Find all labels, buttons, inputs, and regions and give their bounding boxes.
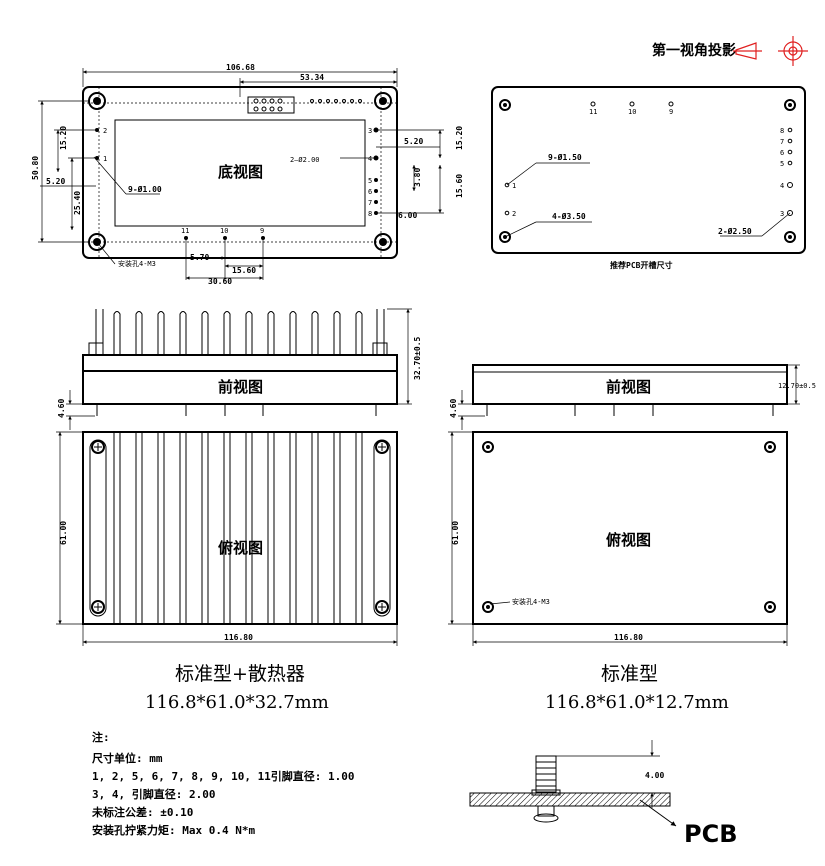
top-view-heatsink-title: 俯视图 <box>218 539 263 557</box>
svg-text:9-Ø1.50: 9-Ø1.50 <box>548 152 582 162</box>
svg-text:25.40: 25.40 <box>73 191 82 215</box>
notes-title: 注: <box>92 730 110 744</box>
svg-text:4: 4 <box>368 155 372 163</box>
svg-text:4.00: 4.00 <box>645 771 664 780</box>
projection-symbol: 第一视角投影 <box>652 36 808 66</box>
svg-text:2—Ø2.00: 2—Ø2.00 <box>290 156 320 164</box>
svg-text:30.60: 30.60 <box>208 277 232 286</box>
svg-text:3.80: 3.80 <box>413 168 422 187</box>
pcb-label: PCB <box>684 820 738 848</box>
svg-text:5.20: 5.20 <box>46 177 65 186</box>
svg-text:11: 11 <box>181 227 189 235</box>
svg-text:8: 8 <box>780 127 784 135</box>
svg-text:5.20: 5.20 <box>404 137 423 146</box>
svg-text:61.00: 61.00 <box>59 521 68 545</box>
svg-text:4.60: 4.60 <box>57 399 66 418</box>
svg-text:安装孔4-M3: 安装孔4-M3 <box>118 259 156 268</box>
top-view-standard-title: 俯视图 <box>606 531 651 549</box>
standard-model-dims: 116.8*61.0*12.7mm <box>545 692 729 713</box>
front-view-standard: 前视图 12.70±0.5 4.60 <box>449 364 816 430</box>
svg-text:12.70±0.5: 12.70±0.5 <box>778 382 816 390</box>
truncated-cone-icon <box>735 42 757 60</box>
svg-text:安装孔4-M3: 安装孔4-M3 <box>512 597 550 606</box>
pcb-layout-view: 11 10 9 8 7 6 5 4 3 1 2 9-Ø1.50 4-Ø3.50 … <box>491 86 806 270</box>
note-line: 尺寸单位: mm <box>92 751 163 765</box>
screw-detail: 4.00 PCB <box>469 740 738 848</box>
svg-text:3: 3 <box>780 210 784 218</box>
projection-label: 第一视角投影 <box>652 42 736 59</box>
svg-text:106.68: 106.68 <box>226 63 255 72</box>
svg-text:15.60: 15.60 <box>455 174 464 198</box>
svg-text:2-Ø2.50: 2-Ø2.50 <box>718 226 752 236</box>
svg-text:2: 2 <box>512 210 516 218</box>
svg-text:53.34: 53.34 <box>300 73 324 82</box>
svg-text:9: 9 <box>669 108 673 116</box>
svg-text:10: 10 <box>628 108 636 116</box>
heatsink-model-name: 标准型+散热器 <box>175 663 305 685</box>
bottom-view: 2 1 3 4 5 6 7 8 11 10 9 底视图 106.68 53.34… <box>31 63 464 286</box>
svg-text:6: 6 <box>780 149 784 157</box>
svg-text:32.70±0.5: 32.70±0.5 <box>413 336 422 380</box>
svg-text:10: 10 <box>220 227 228 235</box>
top-view-standard: 俯视图 安装孔4-M3 61.00 116.80 <box>448 431 788 646</box>
svg-text:4-Ø3.50: 4-Ø3.50 <box>552 211 586 221</box>
svg-text:4.60: 4.60 <box>449 399 458 418</box>
svg-text:7: 7 <box>780 138 784 146</box>
note-line: 安装孔拧紧力矩: Max 0.4 N*m <box>92 823 255 837</box>
svg-text:5.70: 5.70 <box>190 253 209 262</box>
svg-text:61.00: 61.00 <box>451 521 460 545</box>
svg-text:5: 5 <box>368 177 372 185</box>
front-view-heatsink-title: 前视图 <box>218 378 263 396</box>
svg-text:6.00: 6.00 <box>398 211 417 220</box>
heatsink-model-dims: 116.8*61.0*32.7mm <box>145 692 329 713</box>
svg-text:9: 9 <box>260 227 264 235</box>
svg-text:116.80: 116.80 <box>614 633 643 642</box>
note-line: 1, 2, 5, 6, 7, 8, 9, 10, 11引脚直径: 1.00 <box>92 769 355 783</box>
svg-text:15.60: 15.60 <box>232 266 256 275</box>
svg-text:15.20: 15.20 <box>455 126 464 150</box>
bottom-view-title: 底视图 <box>218 163 263 181</box>
svg-text:7: 7 <box>368 199 372 207</box>
svg-text:5: 5 <box>780 160 784 168</box>
svg-text:9-Ø1.00: 9-Ø1.00 <box>128 184 162 194</box>
svg-text:1: 1 <box>103 155 107 163</box>
pcb-layout-title: 推荐PCB开槽尺寸 <box>610 260 672 270</box>
top-view-heatsink: 俯视图 61.00 116.80 <box>56 431 398 646</box>
standard-model-name: 标准型 <box>601 663 658 685</box>
svg-text:8: 8 <box>368 210 372 218</box>
note-line: 3, 4, 引脚直径: 2.00 <box>92 787 215 801</box>
svg-text:2: 2 <box>103 127 107 135</box>
svg-text:4: 4 <box>780 182 784 190</box>
svg-text:116.80: 116.80 <box>224 633 253 642</box>
svg-text:15.20: 15.20 <box>59 126 68 150</box>
front-view-heatsink: 前视图 32.70±0.5 4.60 <box>57 308 422 430</box>
note-line: 未标注公差: ±0.10 <box>91 805 193 819</box>
svg-text:1: 1 <box>512 182 516 190</box>
svg-text:11: 11 <box>589 108 597 116</box>
notes-block: 注: 尺寸单位: mm 1, 2, 5, 6, 7, 8, 9, 10, 11引… <box>91 730 355 837</box>
svg-text:3: 3 <box>368 127 372 135</box>
svg-text:50.80: 50.80 <box>31 156 40 180</box>
svg-text:6: 6 <box>368 188 372 196</box>
front-view-standard-title: 前视图 <box>606 378 651 396</box>
